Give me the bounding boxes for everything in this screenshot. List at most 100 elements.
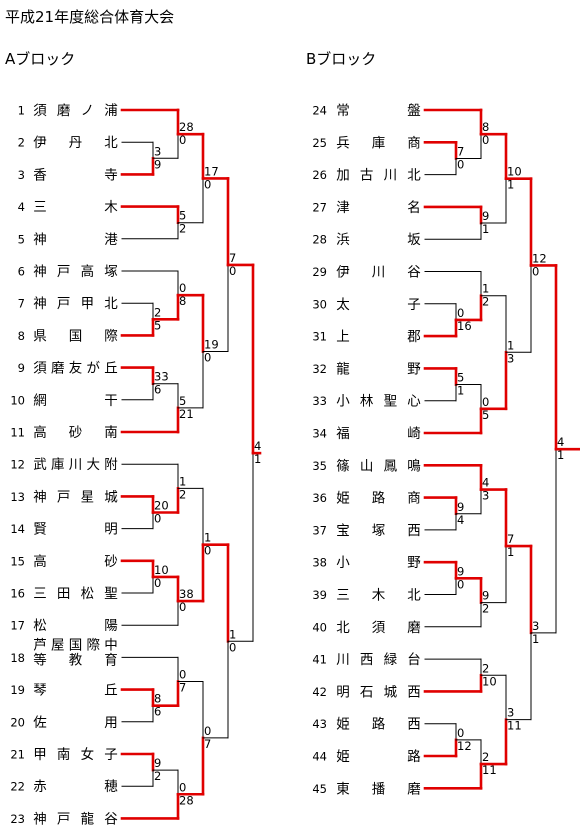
score: 1 (482, 222, 489, 236)
team-name-char: ノ (81, 103, 95, 119)
team-name-char: 戸 (57, 811, 71, 827)
team-name-char: 磨 (51, 361, 65, 377)
team-name-char: 山 (360, 458, 374, 474)
score: 5 (179, 209, 186, 223)
team-number: 42 (312, 685, 327, 699)
team-number: 41 (312, 653, 327, 667)
team-name-char: 小 (336, 555, 350, 571)
score: 10 (507, 165, 522, 179)
team-name-char: 須 (372, 620, 386, 636)
team-name-char: 台 (407, 652, 421, 668)
score: 4 (254, 439, 261, 453)
score: 11 (482, 763, 497, 777)
team-name-char: 県 (33, 328, 47, 344)
score: 4 (482, 476, 489, 490)
team-name-char: 西 (407, 684, 421, 700)
team-name-char: 磨 (57, 103, 71, 119)
team-name-char: が (87, 361, 101, 377)
team-number: 32 (312, 362, 327, 376)
score: 5 (457, 371, 464, 385)
team-name-char: 加 (336, 168, 350, 184)
team-name-char: 路 (372, 491, 386, 507)
team-number: 12 (10, 458, 25, 472)
team-number: 24 (312, 104, 327, 118)
team-name-char: 崎 (407, 426, 421, 442)
team-name-char: 神 (33, 264, 47, 280)
team-name-char: 教 (69, 652, 83, 668)
team-number: 36 (312, 491, 327, 505)
score: 5 (482, 408, 489, 422)
team-number: 35 (312, 459, 327, 473)
score: 4 (557, 435, 564, 449)
score: 0 (179, 281, 186, 295)
team-name-char: 友 (69, 361, 83, 377)
team-name-char: 佐 (33, 715, 47, 731)
score: 2 (482, 295, 489, 309)
score: 1 (507, 178, 514, 192)
team-name-char: 松 (81, 586, 95, 602)
team-name-char: 屋 (51, 637, 65, 653)
team-name-char: 聖 (104, 586, 118, 602)
score: 7 (204, 737, 211, 751)
score: 0 (457, 726, 464, 740)
score: 3 (154, 144, 161, 158)
score: 0 (229, 640, 236, 654)
block-b-label: Bブロック (306, 50, 377, 68)
team-number: 28 (312, 233, 327, 247)
team-number: 40 (312, 620, 327, 634)
team-name-char: 南 (57, 747, 71, 763)
team-name-char: 浜 (336, 232, 350, 248)
score: 7 (507, 532, 514, 546)
score: 2 (179, 487, 186, 501)
score: 0 (179, 668, 186, 682)
score: 0 (179, 600, 186, 614)
score: 19 (204, 338, 219, 352)
team-name-char: 神 (33, 296, 47, 312)
team-name-char: 常 (336, 103, 350, 119)
score: 33 (154, 370, 169, 384)
team-name-char: 寺 (104, 167, 118, 183)
team-number: 29 (312, 265, 327, 279)
score: 9 (154, 756, 161, 770)
team-name-char: 砂 (104, 554, 118, 570)
team-name-char: 姫 (336, 749, 350, 765)
team-name-char: 須 (33, 103, 47, 119)
score: 8 (482, 120, 489, 134)
team-name-char: 木 (104, 200, 118, 216)
team-name-char: 野 (407, 361, 421, 377)
team-name-char: 太 (336, 297, 350, 313)
team-name-char: 女 (81, 746, 95, 763)
team-number: 7 (18, 297, 25, 311)
score: 2 (179, 222, 186, 236)
team-name-char: 篠 (336, 458, 350, 474)
team-name-char: 古 (360, 168, 374, 184)
score: 0 (482, 133, 489, 147)
score: 0 (457, 577, 464, 591)
team-name-char: 際 (87, 637, 101, 653)
team-name-char: 網 (33, 393, 47, 409)
score: 4 (457, 513, 464, 527)
team-number: 44 (312, 750, 327, 764)
score: 20 (154, 499, 169, 513)
team-name-char: 路 (372, 717, 386, 733)
team-name-char: 東 (336, 781, 350, 797)
score: 1 (507, 338, 514, 352)
block-a-label: Aブロック (5, 50, 76, 68)
score: 28 (179, 793, 194, 807)
score: 1 (204, 531, 211, 545)
team-number: 9 (18, 361, 25, 375)
team-name-char: 福 (336, 426, 350, 442)
team-name-char: 北 (407, 588, 421, 604)
team-name-char: 川 (336, 652, 350, 668)
team-name-char: 上 (336, 329, 350, 345)
score: 11 (507, 719, 522, 733)
team-name-char: 北 (407, 168, 421, 184)
team-name-char: 宝 (336, 523, 350, 539)
team-number: 14 (10, 522, 25, 536)
team-number: 26 (312, 168, 327, 182)
team-number: 8 (18, 329, 25, 343)
team-name-char: 高 (33, 553, 47, 570)
team-name-char: 神 (33, 232, 47, 248)
team-name-char: 磨 (407, 781, 421, 797)
team-name-char: 川 (372, 265, 386, 281)
